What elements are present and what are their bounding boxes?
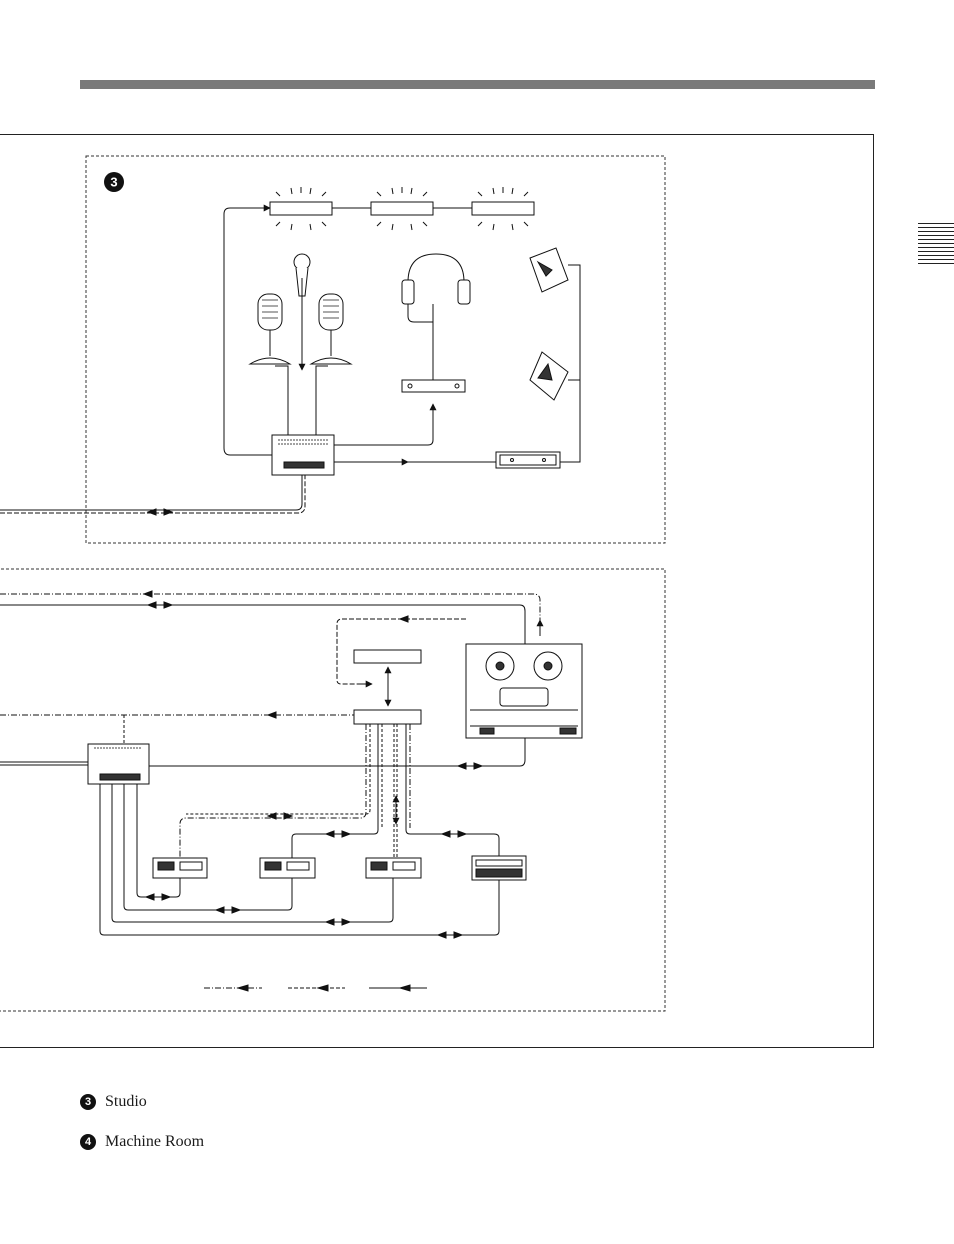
legend-label: Machine Room <box>105 1133 204 1151</box>
studio-light-icon <box>472 187 534 230</box>
section-number-badge: 4 <box>80 1134 96 1150</box>
cassette-deck-icon <box>153 858 207 878</box>
line-style-key <box>204 985 427 991</box>
speaker-icon <box>530 352 568 400</box>
cassette-deck-icon <box>472 856 526 880</box>
cassette-deck-icon <box>260 858 315 878</box>
legend-item-studio: 3 Studio <box>80 1092 204 1112</box>
microphone-icon <box>250 294 290 364</box>
legend-item-machine-room: 4 Machine Room <box>80 1132 204 1152</box>
mixer-icon <box>272 435 334 475</box>
studio-light-icon <box>270 187 332 230</box>
amplifier-icon <box>402 380 465 392</box>
control-unit-icon <box>354 710 421 724</box>
headphones-icon <box>402 254 470 304</box>
section-number-badge: 3 <box>80 1094 96 1110</box>
studio-light-icon <box>371 187 433 230</box>
control-unit-icon <box>354 650 421 663</box>
microphone-icon <box>311 294 351 364</box>
section-legend: 3 Studio 4 Machine Room <box>80 1092 204 1172</box>
cassette-deck-icon <box>366 858 421 878</box>
speaker-icon <box>530 248 568 292</box>
studio-marker-number: 3 <box>110 175 117 190</box>
amplifier-icon <box>496 452 560 468</box>
legend-label: Studio <box>105 1093 147 1111</box>
reel-tape-recorder-icon <box>466 644 582 738</box>
mixer-icon <box>88 744 149 784</box>
